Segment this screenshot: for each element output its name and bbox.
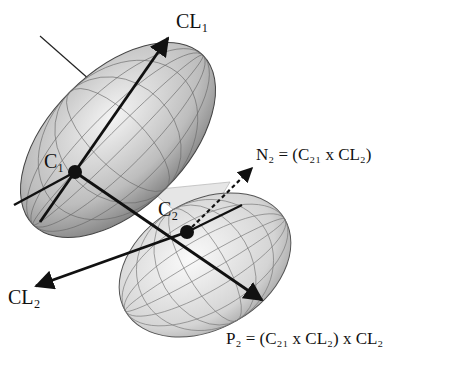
n2-vector [187,168,252,232]
vector-label: P₂ = (C₂₁ x CL₂) x CL₂ [226,330,383,349]
vector-label: C₁ [44,150,64,172]
center-dot [180,225,194,239]
p2-vector [75,172,262,300]
vector-label: CL₂ [8,286,41,308]
center-dot [68,165,82,179]
vector-label: N₂ = (C₂₁ x CL₂) [256,146,371,165]
axis-line [14,172,75,205]
vector-label: C₂ [158,198,178,220]
vector-label: CL₁ [176,10,209,32]
cl1-vector [40,38,168,222]
upper-lobe [0,7,251,273]
cl2-vector [36,232,187,286]
axis-line [187,205,242,232]
axis-line [40,36,90,80]
